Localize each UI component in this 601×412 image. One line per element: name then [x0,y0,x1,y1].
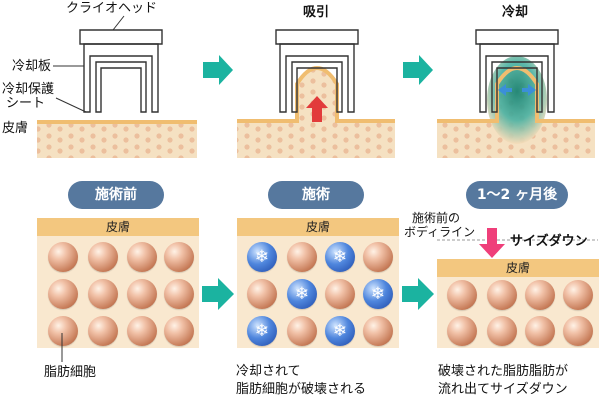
stage-before-pill: 施術前 [68,181,164,209]
during-caption-1: 冷却されて [236,364,301,379]
fat-cell [447,316,477,346]
fat-cell [48,242,78,272]
cool-arrow-left [498,84,512,96]
cool-arrow-right [522,84,536,96]
fat-cell [525,280,555,310]
stage-after-pill: 1〜2 ヶ月後 [466,181,568,209]
size-down-arrow [479,228,505,258]
size-down-label: サイズダウン [510,234,588,249]
fat-cell [563,316,593,346]
arrow-top-1 [203,55,233,85]
frozen-fat-cell: ❄ [325,242,355,272]
cooling-title: 冷却 [502,5,529,20]
fat-cell [88,242,118,272]
protective-sheet-label-2: シート [6,96,46,111]
panel-suction [237,29,395,158]
suction-title: 吸引 [303,5,330,20]
fat-cell [447,280,477,310]
fat-cell [487,280,517,310]
bodyline-label-2: ボディライン [404,225,476,239]
protective-sheet-label-1: 冷却保護 [2,82,55,97]
fat-cell [164,279,194,309]
frozen-fat-cell: ❄ [287,279,317,309]
top-illustrations [37,15,595,158]
fat-cell [88,279,118,309]
fat-cell [563,280,593,310]
fat-cell [164,316,194,346]
frozen-fat-cell: ❄ [363,279,393,309]
fat-cell [48,279,78,309]
fat-cell [487,316,517,346]
arrow-top-2 [403,55,433,85]
fat-cell [363,242,393,272]
arrow-bottom-1 [202,278,234,310]
fat-cell [127,316,157,346]
after-caption-1: 破壊された脂肪脂肪が [438,364,569,379]
after-caption-2: 流れ出てサイズダウン [438,382,568,397]
fat-cell [127,242,157,272]
fat-cell [127,279,157,309]
frozen-fat-cell: ❄ [325,316,355,346]
fat-cell [88,316,118,346]
fat-cell [287,242,317,272]
fat-cell-label: 脂肪細胞 [44,365,97,380]
stage-during-pill: 施術 [268,181,364,209]
suction-arrow [306,96,328,122]
skin-label-top: 皮膚 [2,121,29,136]
cooling-plate-label: 冷却板 [12,59,52,74]
bodyline-label-1: 施術前の [412,211,461,225]
cryo-head [79,29,163,113]
fat-cell [164,242,194,272]
fat-cell [325,279,355,309]
fat-cell [247,279,277,309]
panel-cooling [437,29,595,158]
during-caption-2: 脂肪細胞が破壊される [236,382,367,397]
skin-bar-after: 皮膚 [437,259,599,277]
frozen-fat-cell: ❄ [247,316,277,346]
fat-cell [287,316,317,346]
fat-cell [48,316,78,346]
skin-bar-before: 皮膚 [37,218,199,236]
frozen-fat-cell: ❄ [247,242,277,272]
skin-surface [37,120,197,124]
fat-cell [525,316,555,346]
panel-before [37,15,197,158]
fat-cell [363,316,393,346]
cryo-head-label: クライオヘッド [66,1,158,16]
arrow-bottom-2 [402,278,434,310]
skin-bar-during: 皮膚 [237,218,399,236]
